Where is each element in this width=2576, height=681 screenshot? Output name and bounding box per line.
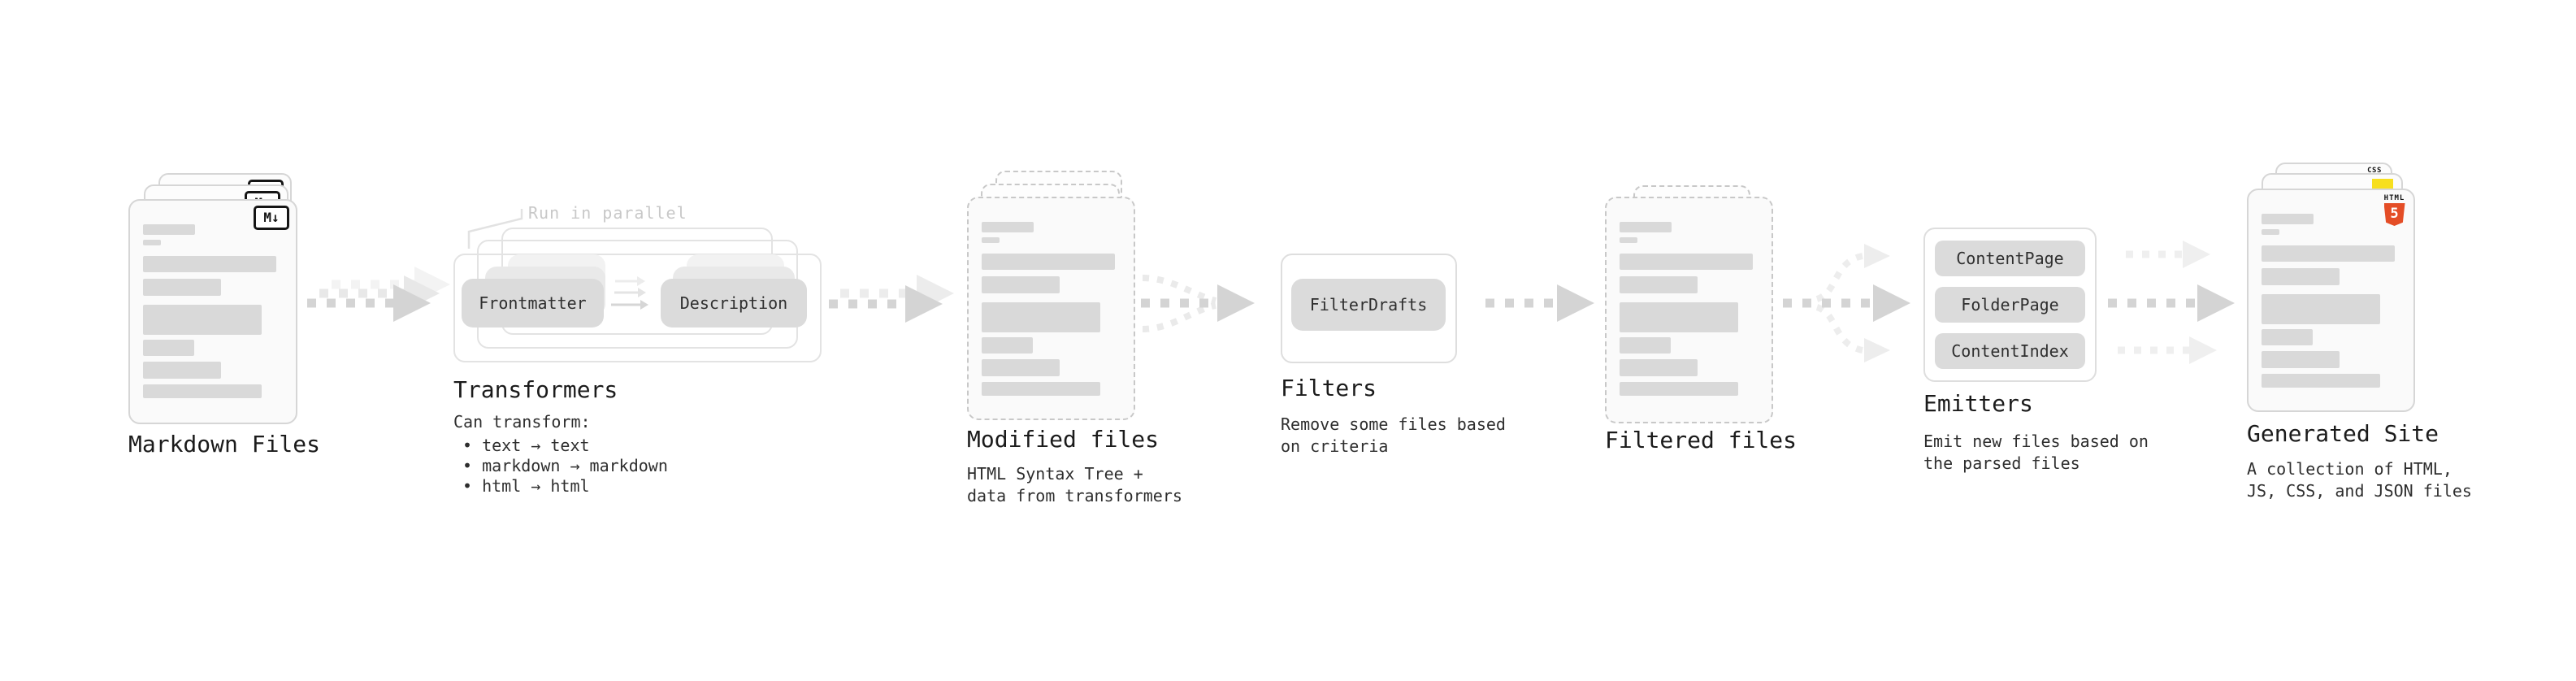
bullet-item: • markdown → markdown — [462, 456, 668, 475]
arrow-markdown-to-transformers — [307, 267, 450, 322]
js-icon — [2372, 179, 2393, 189]
html5-shield: 5 — [2383, 203, 2405, 226]
emitters-description: Emit new files based on the parsed files — [1923, 431, 2149, 475]
markdown-file-card: M↓ — [128, 199, 297, 424]
content-bar — [143, 362, 221, 379]
content-bar — [143, 305, 262, 335]
content-bar — [1620, 237, 1637, 243]
arrow-filters-to-filtered — [1485, 284, 1594, 322]
content-bar — [2262, 294, 2380, 324]
filtered-files-title: Filtered files — [1605, 427, 1798, 453]
parallel-arrows-icon — [611, 276, 648, 310]
content-bar — [2262, 374, 2380, 388]
markdown-files-title: Markdown Files — [128, 431, 321, 458]
content-bar — [1620, 337, 1671, 354]
emitter-pill-label: ContentPage — [1956, 249, 2064, 268]
transformer-pill-frontmatter: Frontmatter — [462, 279, 604, 327]
content-bar — [143, 256, 276, 272]
emitter-pill-folderpage: FolderPage — [1935, 287, 2085, 323]
modified-file-card — [967, 197, 1135, 420]
generated-site-description: A collection of HTML, JS, CSS, and JSON … — [2247, 458, 2472, 502]
modified-files-title: Modified files — [967, 426, 1160, 453]
desc-line: on criteria — [1281, 436, 1389, 456]
transformer-pill-label: Frontmatter — [479, 293, 587, 313]
arrow-transformers-to-modified — [829, 275, 954, 323]
emitter-pill-label: FolderPage — [1961, 295, 2059, 314]
desc-line: Emit new files based on — [1923, 432, 2149, 451]
content-bar — [1620, 359, 1698, 376]
html5-icon-label: HTML — [2383, 194, 2405, 202]
content-bar — [982, 382, 1100, 396]
content-bar — [1620, 254, 1753, 270]
generated-site-title: Generated Site — [2247, 420, 2439, 447]
modified-files-description: HTML Syntax Tree + data from transformer… — [967, 463, 1182, 507]
content-bar — [982, 337, 1033, 354]
content-bar — [2262, 214, 2314, 224]
desc-line: Remove some files based — [1281, 414, 1506, 434]
filter-pill-label: FilterDrafts — [1309, 295, 1428, 314]
arrow-filtered-to-emitters — [1783, 244, 1910, 362]
content-bar — [143, 224, 195, 235]
transformer-pill-label: Description — [679, 293, 788, 313]
html5-icon: HTML 5 — [2383, 194, 2405, 226]
markdown-icon: M↓ — [254, 206, 289, 230]
content-bar — [143, 340, 194, 356]
content-bar — [2262, 245, 2395, 262]
content-bar — [982, 254, 1115, 270]
content-bar — [143, 240, 161, 245]
bullet-item: • text → text — [462, 436, 590, 455]
content-bar — [2262, 229, 2279, 235]
run-in-parallel-annotation: Run in parallel — [528, 203, 687, 223]
markdown-icon-label: M↓ — [263, 210, 280, 225]
emitter-pill-contentpage: ContentPage — [1935, 241, 2085, 276]
emitter-pill-label: ContentIndex — [1951, 341, 2069, 361]
transformers-description: Can transform: • text → text • markdown … — [453, 411, 668, 497]
content-bar — [1620, 276, 1698, 293]
emitter-pill-contentindex: ContentIndex — [1935, 333, 2085, 369]
transformer-layer-box — [453, 254, 822, 362]
filters-title: Filters — [1281, 375, 1377, 401]
filter-pill-filterdrafts: FilterDrafts — [1291, 279, 1446, 331]
css-icon-label: CSS — [2367, 167, 2382, 175]
desc-line: JS, CSS, and JSON files — [2247, 481, 2472, 501]
content-bar — [143, 279, 221, 296]
content-bar — [2262, 268, 2340, 285]
content-bar — [143, 384, 262, 398]
filtered-file-card — [1605, 197, 1773, 423]
content-bar — [1620, 382, 1738, 396]
filters-description: Remove some files based on criteria — [1281, 414, 1506, 458]
desc-line: HTML Syntax Tree + — [967, 464, 1143, 484]
desc-line: A collection of HTML, — [2247, 459, 2452, 479]
content-bar — [982, 302, 1100, 332]
generated-site-card: HTML 5 — [2247, 189, 2415, 412]
content-bar — [982, 237, 1000, 243]
desc-line: the parsed files — [1923, 453, 2080, 473]
transformers-bullet-list: • text → text • markdown → markdown • ht… — [453, 436, 668, 497]
content-bar — [2262, 351, 2340, 368]
transformers-title: Transformers — [453, 376, 618, 403]
arrow-emitters-to-generated — [2108, 241, 2235, 364]
emitters-box: ContentPage FolderPage ContentIndex — [1923, 228, 2097, 382]
content-bar — [982, 276, 1060, 293]
annotation-leader-line — [467, 209, 523, 249]
content-bar — [982, 359, 1060, 376]
emitters-title: Emitters — [1923, 390, 2033, 417]
content-bar — [982, 222, 1034, 232]
desc-line: data from transformers — [967, 486, 1182, 505]
content-bar — [2262, 329, 2313, 345]
transformer-pill-description: Description — [661, 279, 807, 327]
content-bar — [1620, 302, 1738, 332]
bullet-item: • html → html — [462, 476, 590, 496]
arrow-modified-to-filters — [1141, 275, 1255, 332]
transformers-desc-line: Can transform: — [453, 412, 591, 432]
content-bar — [1620, 222, 1672, 232]
